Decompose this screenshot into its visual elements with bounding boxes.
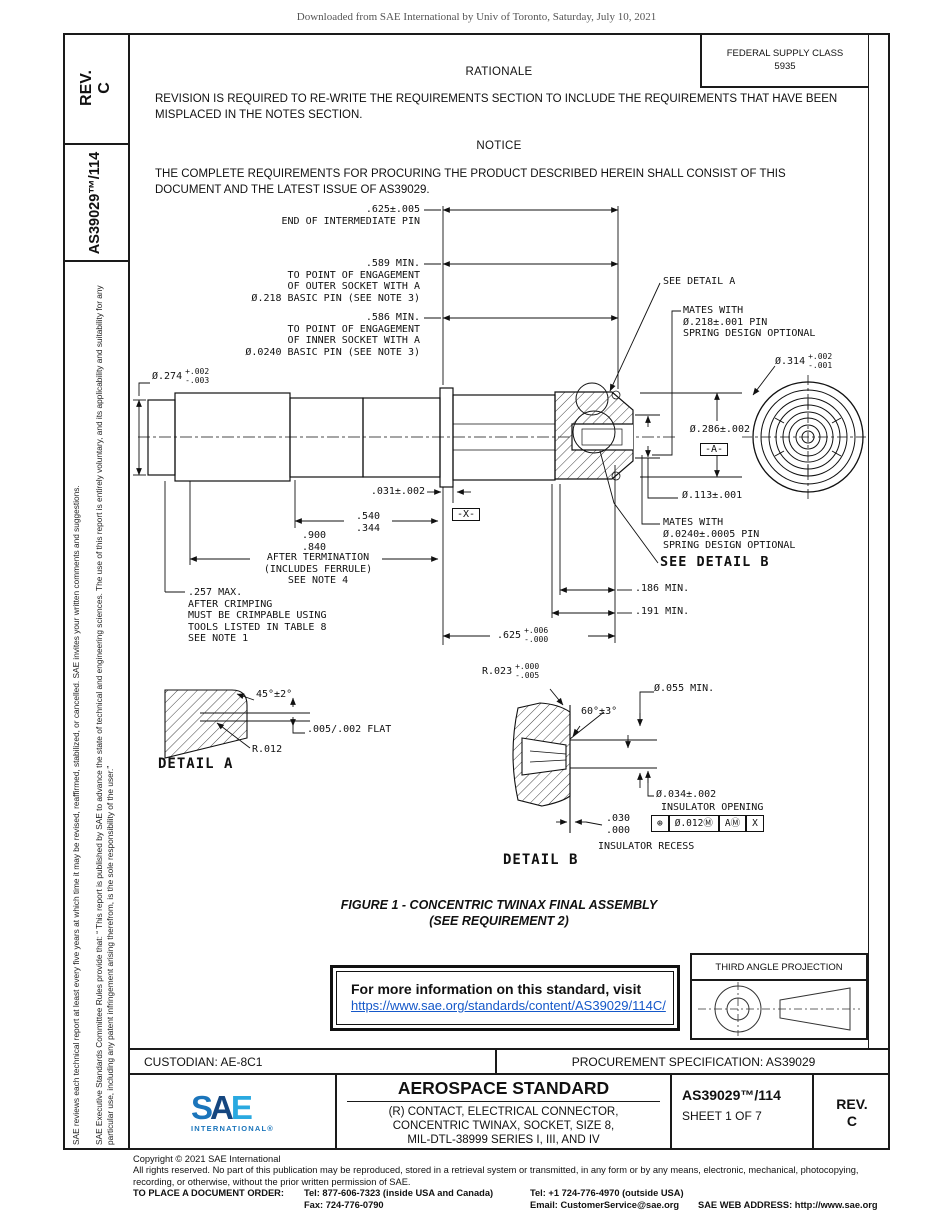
sidebar-docnum-label: AS39029™/114 <box>87 151 104 254</box>
sae-logo-letter-e: E <box>230 1088 253 1126</box>
datum-x-flag: -X- <box>452 508 481 521</box>
federal-supply-class-box: FEDERAL SUPPLY CLASS 5935 <box>700 33 868 88</box>
see-detail-a-callout: SEE DETAIL A <box>663 276 736 287</box>
notice-body: THE COMPLETE REQUIREMENTS FOR PROCURING … <box>155 168 786 196</box>
detail-a-radius: R.012 <box>252 744 283 755</box>
custodian-cell: CUSTODIAN: AE-8C1 <box>130 1050 497 1073</box>
fcf-position-symbol: ⊕ <box>651 815 669 832</box>
crimp-note: .257 MAX. AFTER CRIMPING MUST BE CRIMPAB… <box>188 587 327 644</box>
sheet-number: SHEET 1 OF 7 <box>682 1109 762 1123</box>
rights-line-2: recording, or otherwise, without the pri… <box>133 1176 411 1187</box>
fcf-tolerance: Ø.012Ⓜ <box>668 815 719 832</box>
mates-inner-note: MATES WITH Ø.0240±.0005 PIN SPRING DESIG… <box>663 517 796 551</box>
download-watermark: Downloaded from SAE International by Uni… <box>296 11 657 23</box>
dim-900-840: .900 .840 <box>292 530 336 553</box>
order-label: TO PLACE A DOCUMENT ORDER: <box>133 1188 284 1199</box>
page-frame <box>63 33 890 1150</box>
after-termination-note: AFTER TERMINATION (INCLUDES FERRULE) SEE… <box>254 552 382 587</box>
title-block-number: AS39029™/114 SHEET 1 OF 7 <box>672 1075 812 1150</box>
sidebar-docnum-box: AS39029™/114 <box>63 145 130 262</box>
dim-589: .589 MIN. TO POINT OF ENGAGEMENT OF OUTE… <box>251 258 420 304</box>
dim-dia-274: Ø.274+.002 -.003 <box>152 367 210 385</box>
sidebar-disclaimer-1: SAE Executive Standards Committee Rules … <box>94 285 115 1145</box>
fsc-value: 5935 <box>774 60 796 72</box>
sae-logo-subtext: INTERNATIONAL® <box>190 1123 274 1133</box>
third-angle-projection-icon <box>698 982 860 1036</box>
sidebar-left <box>63 262 130 1150</box>
datum-a-flag: -A- <box>700 443 729 456</box>
insulator-recess-label: INSULATOR RECESS <box>598 841 695 852</box>
detail-a-angle: 45°±2° <box>256 689 293 700</box>
dim-586: .586 MIN. TO POINT OF ENGAGEMENT OF INNE… <box>245 312 420 358</box>
third-angle-projection-label: THIRD ANGLE PROJECTION <box>692 955 866 981</box>
detail-b-dia-055: Ø.055 MIN. <box>654 683 715 694</box>
fax-number: Fax: 724-776-0790 <box>304 1199 384 1210</box>
sae-logo-letter-s: S <box>190 1088 213 1126</box>
sae-logo: SAE INTERNATIONAL® <box>130 1075 335 1150</box>
sidebar-right <box>868 33 890 1048</box>
dim-dia-314: Ø.314+.002 -.001 <box>775 352 833 370</box>
dim-031: .031±.002 <box>370 486 425 497</box>
detail-b-dia-034: Ø.034±.002 <box>656 789 717 800</box>
tel-inside: Tel: 877-606-7323 (inside USA and Canada… <box>304 1188 494 1199</box>
document-subtitle: (R) CONTACT, ELECTRICAL CONNECTOR, CONCE… <box>388 1106 619 1146</box>
rationale-body: REVISION IS REQUIRED TO RE-WRITE THE REQ… <box>155 93 838 121</box>
detail-b-title: DETAIL B <box>503 852 579 868</box>
insulator-opening-label: INSULATOR OPENING <box>661 802 764 813</box>
sidebar-rev-box: REV. C <box>63 33 130 145</box>
web-address: SAE WEB ADDRESS: http://www.sae.org <box>698 1199 878 1210</box>
email-address: Email: CustomerService@sae.org <box>530 1199 680 1210</box>
recess-dim: .030 .000 <box>605 813 631 836</box>
detail-a-flat: .005/.002 FLAT <box>307 724 392 735</box>
dim-540-344: .540 .344 <box>346 511 390 534</box>
sidebar-disclaimer-2: SAE reviews each technical report at lea… <box>71 485 81 1145</box>
copyright-line: Copyright © 2021 SAE International <box>133 1154 281 1164</box>
mates-outer-note: MATES WITH Ø.218±.001 PIN SPRING DESIGN … <box>683 305 816 339</box>
dim-186: .186 MIN. <box>635 583 690 594</box>
sidebar-rev-label: REV. C <box>77 70 113 106</box>
dim-625-top: .625±.005 END OF INTERMEDIATE PIN <box>281 204 420 227</box>
dim-625-bottom: .625+.006 -.000 <box>495 626 551 644</box>
assembly-drawing-svg <box>133 206 868 833</box>
detail-b-angle: 60°±3° <box>581 706 618 717</box>
legal-block: Copyright © 2021 SAE International All r… <box>133 1154 893 1211</box>
more-info-text: For more information on this standard, v… <box>351 981 642 997</box>
rights-line-1: All rights reserved. No part of this pub… <box>133 1165 859 1176</box>
fsc-label: FEDERAL SUPPLY CLASS <box>726 47 844 59</box>
procurement-cell: PROCUREMENT SPECIFICATION: AS39029 <box>571 1054 816 1069</box>
dim-dia-286: Ø.286±.002 <box>687 424 752 436</box>
detail-b-radius: R.023+.000 -.005 <box>482 662 540 680</box>
fcf-datum-2: X <box>746 815 764 832</box>
feature-control-frame: ⊕ Ø.012Ⓜ AⓂ X <box>651 815 764 832</box>
standard-link[interactable]: https://www.sae.org/standards/content/AS… <box>351 998 666 1013</box>
more-info-box: For more information on this standard, v… <box>330 965 680 1031</box>
dim-191: .191 MIN. <box>635 606 690 617</box>
sae-logo-letter-a: A <box>210 1088 234 1126</box>
figure-caption: FIGURE 1 - CONCENTRIC TWINAX FINAL ASSEM… <box>340 898 658 928</box>
dim-dia-113: Ø.113±.001 <box>682 490 743 501</box>
detail-a-title: DETAIL A <box>158 756 234 772</box>
doc-number: AS39029™/114 <box>682 1087 781 1103</box>
title-block-center: AEROSPACE STANDARD (R) CONTACT, ELECTRIC… <box>335 1075 672 1150</box>
figure-1-drawing: .625±.005 END OF INTERMEDIATE PIN .589 M… <box>130 203 868 893</box>
rationale-title: RATIONALE <box>465 66 533 78</box>
rev-box: REV. C <box>812 1075 890 1150</box>
third-angle-projection-box: THIRD ANGLE PROJECTION <box>690 953 868 1040</box>
notice-title: NOTICE <box>476 140 522 152</box>
see-detail-b-callout: SEE DETAIL B <box>660 554 770 570</box>
fcf-datum-1: AⓂ <box>718 815 747 832</box>
custodian-row: CUSTODIAN: AE-8C1 PROCUREMENT SPECIFICAT… <box>130 1048 890 1075</box>
aerospace-standard-title: AEROSPACE STANDARD <box>397 1078 610 1098</box>
tel-outside: Tel: +1 724-776-4970 (outside USA) <box>530 1188 684 1199</box>
